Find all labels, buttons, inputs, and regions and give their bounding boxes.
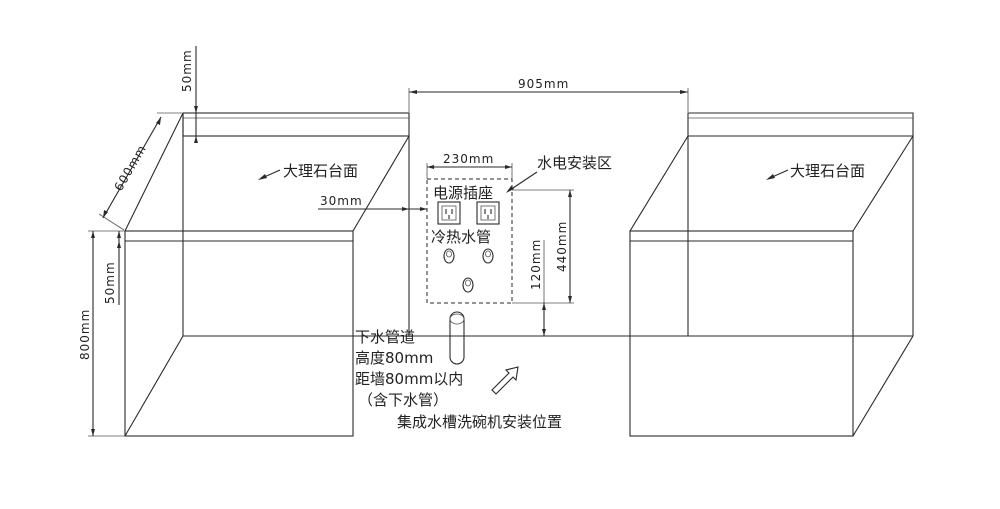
drain-note-line2: 高度80mm <box>355 349 433 367</box>
drain-note-line3: 距墙80mm以内 <box>355 370 463 388</box>
dim-backsplash-label: 50mm <box>180 49 194 92</box>
dim-zone-width-label: 230mm <box>443 152 494 166</box>
drain-pipe-icon <box>449 311 465 365</box>
drain-note-line1: 下水管道 <box>355 328 415 346</box>
dim-opening-width <box>408 88 689 112</box>
dim-zone-height <box>512 189 574 304</box>
leader-marble-right <box>766 169 789 180</box>
dim-zone-bottom-label: 120mm <box>529 239 543 290</box>
dim-cabinet-height-label: 800mm <box>78 309 92 360</box>
dim-depth-label: 600mm <box>111 142 149 193</box>
dim-zone-bottom <box>542 240 546 336</box>
dim-opening-width-label: 905mm <box>518 77 569 91</box>
left-cabinet <box>124 112 410 437</box>
install-arrow-icon <box>491 366 519 395</box>
leader-marble-left <box>258 169 281 180</box>
dim-zone-height-label: 440mm <box>555 221 569 272</box>
power-socket-label: 电源插座 <box>433 184 493 202</box>
dim-zone-offset-label: 30mm <box>320 194 363 208</box>
utility-zone-label: 水电安装区 <box>537 154 612 172</box>
install-position-label: 集成水槽洗碗机安装位置 <box>397 413 562 431</box>
dim-top-thickness <box>117 231 121 305</box>
drain-valve-icon <box>462 277 474 293</box>
water-valve-icon <box>482 248 494 264</box>
dim-depth <box>98 112 182 231</box>
dim-zone-offset <box>318 207 427 211</box>
marble-label-right: 大理石台面 <box>790 162 865 180</box>
water-valve-icon <box>443 248 455 264</box>
power-socket-icon <box>437 201 461 225</box>
utility-zone-box <box>426 178 513 304</box>
dim-zone-width <box>426 163 513 179</box>
leader-utility-zone <box>506 171 538 193</box>
dim-top-thickness-label: 50mm <box>103 261 117 304</box>
dim-cabinet-height <box>88 230 125 437</box>
power-socket-icon <box>476 201 500 225</box>
water-pipes-label: 冷热水管 <box>431 228 491 246</box>
right-cabinet <box>629 112 914 437</box>
marble-label-left: 大理石台面 <box>283 162 358 180</box>
dim-backsplash <box>194 46 198 143</box>
drain-note-line4: （含下水管） <box>358 391 448 409</box>
